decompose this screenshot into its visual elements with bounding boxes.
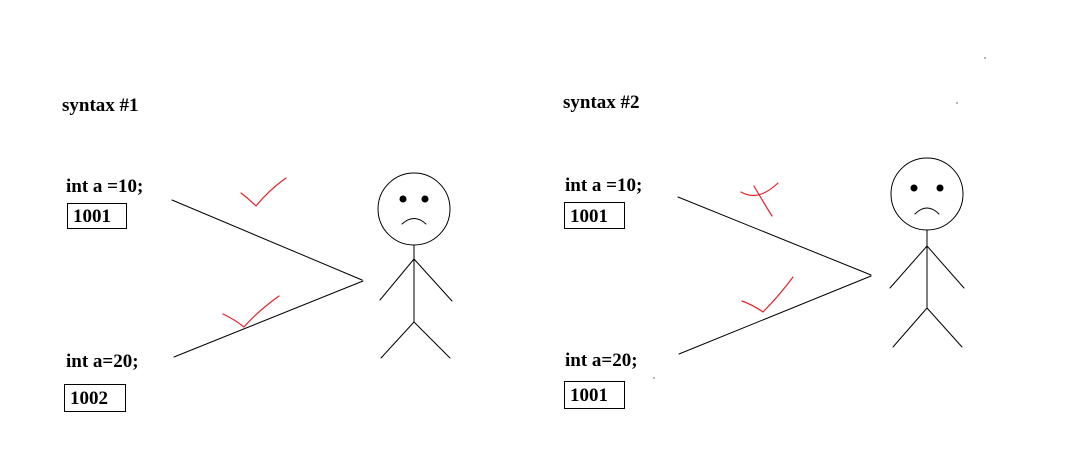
panel-1-statement-1: int a =10; [66,176,144,197]
left-leg [380,321,415,359]
panel-1-statement-2: int a=20; [66,351,139,372]
right-leg [413,321,451,359]
right-leg [926,307,963,348]
panel-1-address-box-2: 1002 [64,384,126,412]
panel-1-address-box-1: 1001 [67,203,127,229]
panel-1-connector-top [171,199,363,281]
panel-2-address-box-1: 1001 [564,202,625,229]
panel-2-check-mark-bottom [741,276,794,313]
left-arm [379,258,415,301]
right-eye [936,184,944,192]
panel-2-connector-top [677,196,872,276]
right-arm [413,258,453,302]
stray-dot-2 [956,102,958,104]
left-arm [889,245,928,289]
frown-mouth [914,207,940,215]
panel-1-check-mark-bottom [222,295,280,328]
left-leg [892,307,928,348]
right-arm [926,245,965,289]
left-eye [910,184,918,192]
panel-2-cross-mark [740,182,779,217]
panel-2-connector-bottom [678,275,872,355]
panel-2-address-box-2: 1001 [564,381,625,409]
stray-dot-3 [653,377,655,379]
head [890,157,964,231]
frown-mouth [401,218,427,225]
panel-2-statement-2: int a=20; [565,350,638,371]
panel-2-sad-person [889,157,965,348]
panel-1-check-mark-top [240,177,287,207]
left-eye [399,195,407,203]
panel-1-title: syntax #1 [62,95,139,116]
panel-2-title: syntax #2 [563,92,640,113]
head [377,172,451,246]
panel-1-sad-person [377,172,453,359]
panel-2-statement-1: int a =10; [565,175,643,196]
stray-dot-1 [984,57,986,59]
panel-1-connector-bottom [173,280,364,358]
right-eye [421,195,429,203]
